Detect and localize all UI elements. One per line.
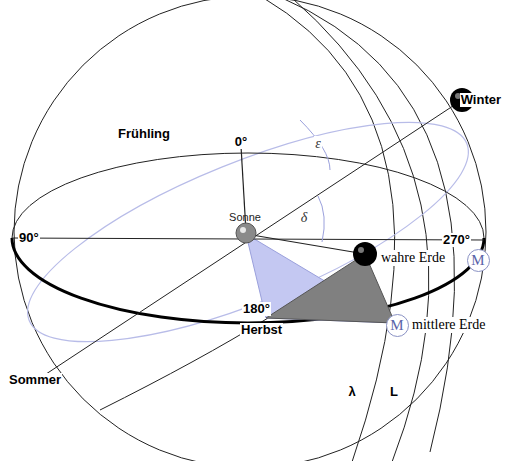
label: 90°	[18, 231, 40, 245]
meridian	[292, 0, 429, 461]
label: Sonne	[228, 211, 262, 223]
label: Frühling	[117, 127, 171, 141]
sun-earth-line	[246, 234, 365, 254]
solstice-line	[40, 100, 462, 378]
label: δ	[300, 210, 309, 225]
label: mittlere Erde	[411, 317, 486, 332]
label: wahre Erde	[380, 250, 446, 265]
equator	[3, 79, 493, 386]
earth-true	[353, 242, 377, 266]
node-text: M	[390, 318, 403, 333]
label: Winter	[460, 93, 502, 107]
sphere-outline	[14, 0, 486, 461]
node-text: M	[471, 253, 484, 268]
equation-area	[266, 254, 395, 323]
meridian	[262, 0, 395, 461]
earth-mean-circle: M	[467, 249, 490, 272]
label: ε	[314, 136, 322, 151]
label: 180°	[242, 302, 271, 316]
label: Herbst	[240, 323, 283, 337]
earth-mean-circle: M	[386, 314, 409, 337]
angle-arc	[318, 196, 324, 242]
meridian	[280, 0, 455, 452]
label: L	[389, 385, 399, 399]
label: 270°	[442, 233, 471, 247]
label: λ	[347, 385, 356, 399]
angle-arc	[300, 120, 330, 170]
earth-highlight	[358, 247, 364, 253]
label: Sommer	[8, 373, 62, 387]
ecliptic-front	[12, 238, 484, 323]
sun-symbol	[236, 223, 256, 243]
label: 0°	[234, 135, 248, 149]
sun-highlight	[240, 227, 246, 233]
